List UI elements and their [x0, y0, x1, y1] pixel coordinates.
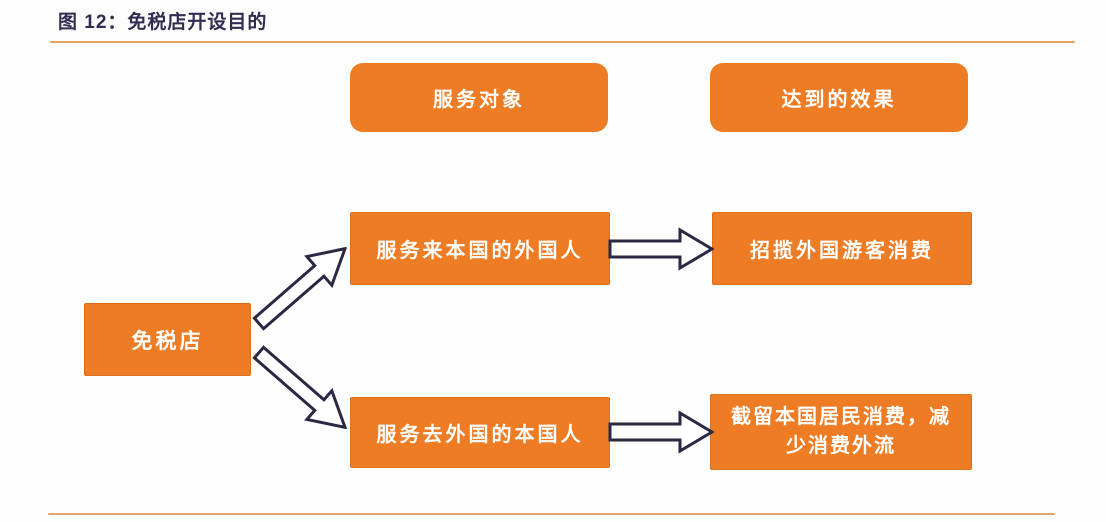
node-service-row1: 服务来本国的外国人	[350, 212, 610, 285]
arrow-down-right-icon	[242, 333, 363, 447]
column-header-achieved-effect: 达到的效果	[710, 63, 968, 132]
bottom-rule	[48, 513, 1055, 515]
arrow-up-right-icon	[242, 229, 363, 343]
column-header-service-target: 服务对象	[350, 63, 608, 132]
node-effect-row2-label: 截留本国居民消费，减少消费外流	[731, 406, 951, 457]
title-underline	[50, 41, 1075, 43]
node-duty-free-shop: 免税店	[84, 303, 251, 376]
node-effect-row1: 招揽外国游客消费	[712, 212, 972, 285]
arrow-right-icon-row1	[608, 225, 714, 273]
node-effect-row2: 截留本国居民消费，减少消费外流	[710, 394, 972, 470]
figure-title: 图 12：免税店开设目的	[58, 12, 268, 33]
arrow-right-icon-row2	[608, 408, 714, 456]
node-service-row2: 服务去外国的本国人	[350, 397, 610, 468]
